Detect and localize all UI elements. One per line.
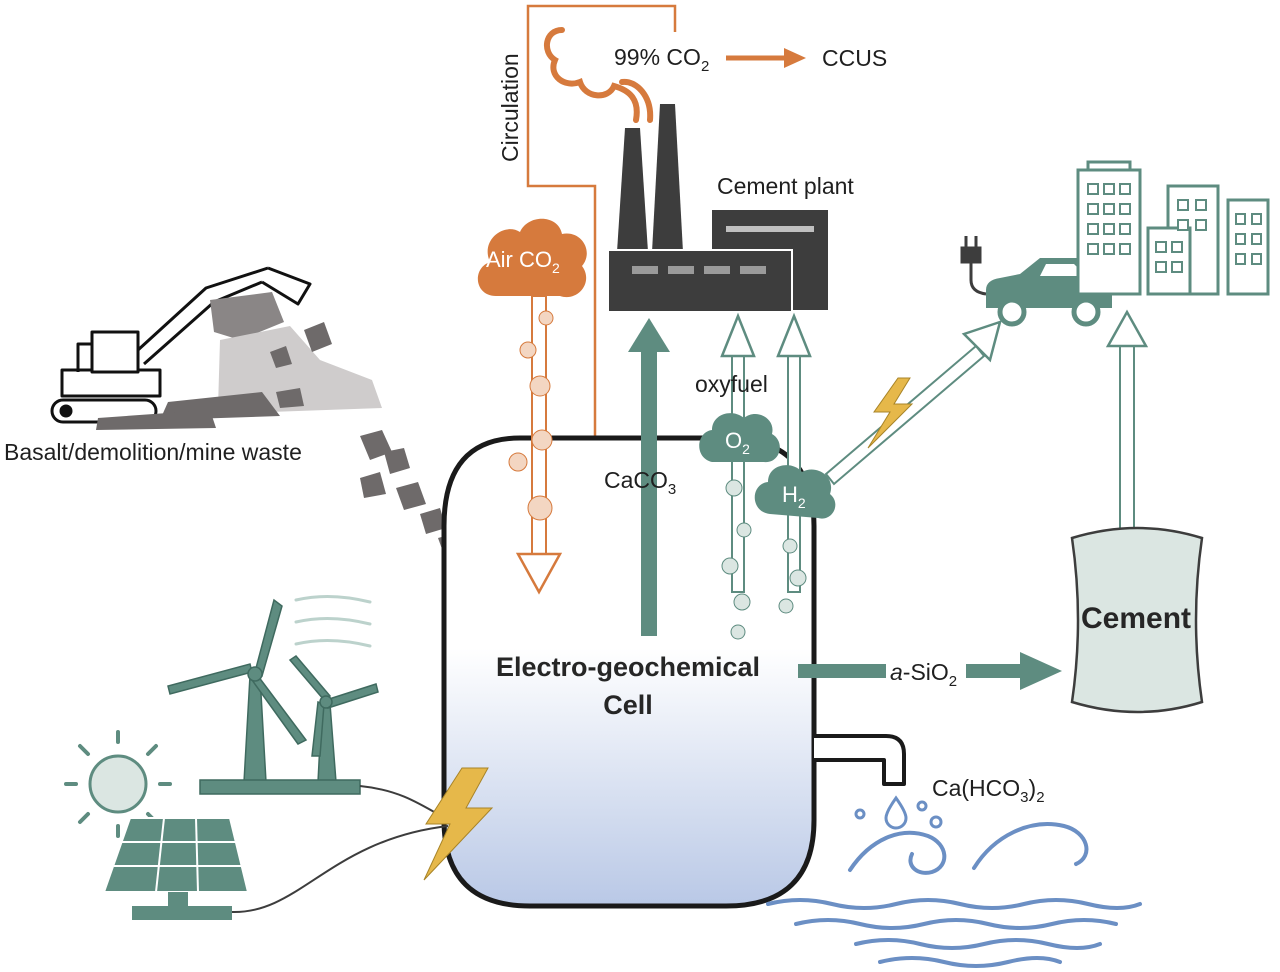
wind-turbine-icon <box>167 598 379 795</box>
rubble-pile <box>96 292 382 430</box>
faucet-icon <box>814 734 906 786</box>
factory-icon <box>607 210 828 313</box>
cell-label-line1: Electro-geochemical <box>496 652 760 682</box>
ccus-label: CCUS <box>822 45 887 71</box>
bicarbonate-label: Ca(HCO3)2 <box>932 775 1045 806</box>
cement-bag-icon: Cement <box>1070 526 1204 714</box>
h2-cloud: H2 <box>754 465 836 519</box>
sio2-arrow <box>798 652 1062 690</box>
caco3-arrow <box>628 318 670 636</box>
lightning-bolt-icon <box>867 377 914 449</box>
solar-panel-icon <box>102 817 250 920</box>
sio2-label: a-SiO2 <box>890 659 957 690</box>
air-co2-label: Air CO2 <box>486 247 560 276</box>
o2-arrow <box>720 312 756 640</box>
h2-to-car-arrow <box>824 320 1002 486</box>
o2-cloud: O2 <box>699 413 780 463</box>
caco3-label: CaCO3 <box>604 467 676 498</box>
oxyfuel-label: oxyfuel <box>695 371 768 397</box>
plug-icon <box>960 236 987 296</box>
cement-bag-label: Cement <box>1081 602 1191 635</box>
lightning-bolt-icon <box>423 767 494 881</box>
cell-label-line2: Cell <box>603 690 653 720</box>
electro-geochemical-cell: Electro-geochemical Cell <box>441 435 817 909</box>
excavator-icon <box>50 266 312 424</box>
smoke-plume <box>544 27 654 123</box>
co2-percent-label: 99% CO2 <box>614 44 709 75</box>
cement-plant-label: Cement plant <box>717 173 854 199</box>
cement-to-city-arrow <box>1105 309 1149 531</box>
waste-label: Basalt/demolition/mine waste <box>4 439 302 465</box>
water-wave-icon <box>766 822 1142 968</box>
water-drop-icon <box>854 795 943 830</box>
smokestack-icon <box>617 104 683 252</box>
circulation-loop: Circulation <box>497 4 677 556</box>
ccus-arrow <box>726 48 806 68</box>
sun-icon <box>64 730 172 838</box>
circulation-label: Circulation <box>497 53 523 162</box>
air-co2-arrow <box>508 295 563 595</box>
city-buildings-icon <box>1076 160 1270 296</box>
o2-label: O2 <box>725 428 750 457</box>
h2-label: H2 <box>782 482 806 511</box>
power-wires <box>231 785 449 914</box>
air-co2-cloud: Air CO2 <box>477 218 587 298</box>
wind-lines <box>294 594 372 648</box>
